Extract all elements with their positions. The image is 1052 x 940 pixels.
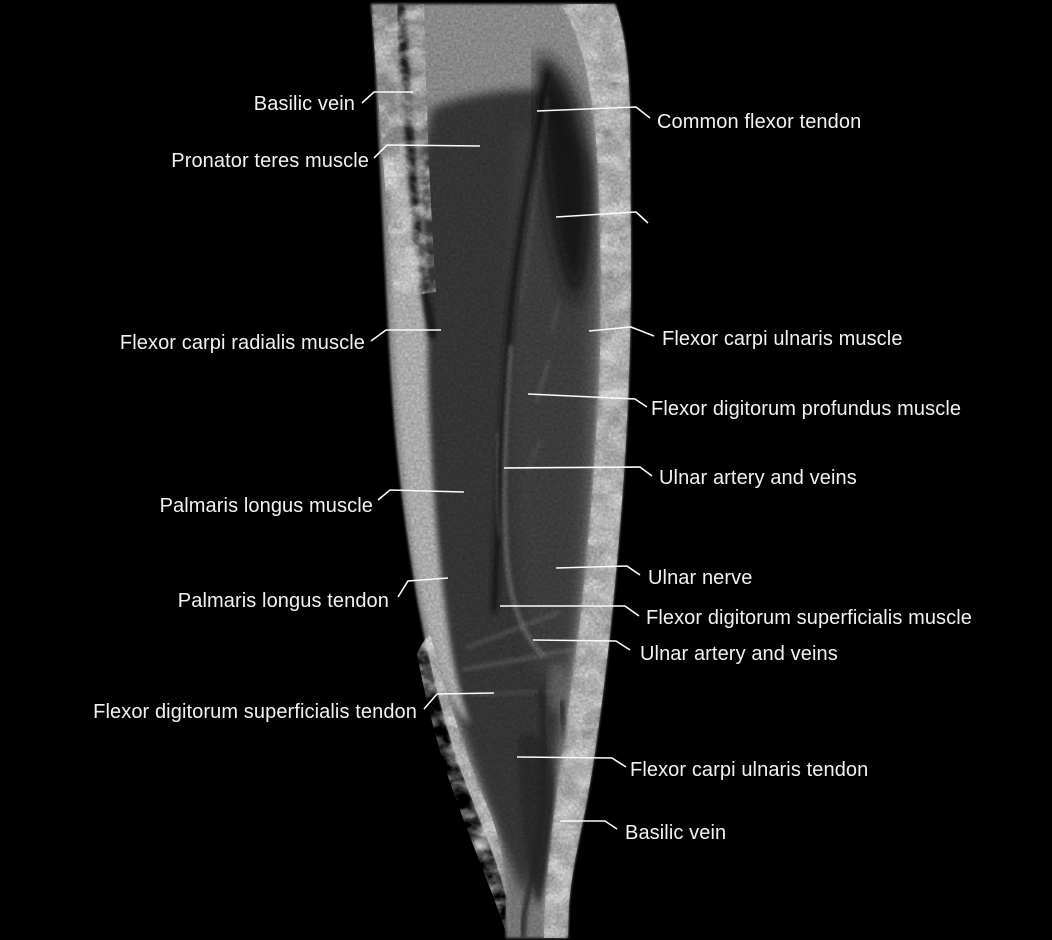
leader-line: [588, 326, 655, 337]
leader-line: [555, 211, 649, 224]
leader-line: [370, 329, 441, 342]
anatomy-label: Flexor carpi radialis muscle: [119, 332, 365, 354]
leader-line: [527, 393, 648, 408]
anatomy-label: Basilic vein: [625, 822, 727, 844]
anatomy-label: Flexor digitorum superficialis muscle: [646, 607, 973, 629]
leader-line: [532, 639, 631, 651]
anatomy-label: Basilic vein: [253, 93, 355, 115]
anatomy-label: Ulnar nerve: [648, 567, 753, 589]
anatomy-label: Ulnar artery and veins: [659, 467, 857, 489]
leader-line: [555, 565, 641, 576]
leader-line: [423, 692, 495, 710]
leader-line: [516, 756, 627, 768]
anatomy-label: Flexor carpi ulnaris tendon: [630, 759, 869, 781]
anatomy-label: Pronator teres muscle: [171, 150, 369, 172]
anatomy-label: Flexor digitorum superficialis tendon: [93, 701, 417, 723]
leader-line: [500, 605, 640, 617]
leader-line: [373, 144, 481, 159]
anatomy-label: Palmaris longus tendon: [177, 590, 389, 612]
anatomy-label: Common flexor tendon: [657, 111, 862, 133]
anatomy-label: Palmaris longus muscle: [159, 495, 373, 517]
leader-line: [361, 91, 413, 104]
leader-line: [560, 820, 618, 830]
leader-line: [503, 466, 653, 477]
anatomy-label: Ulnar artery and veins: [640, 643, 838, 665]
anatomy-label: Flexor carpi ulnaris muscle: [662, 328, 903, 350]
anatomy-label: Flexor digitorum profundus muscle: [651, 398, 962, 420]
leader-line: [397, 577, 449, 598]
leader-line: [377, 489, 465, 501]
leader-line: [536, 106, 651, 119]
